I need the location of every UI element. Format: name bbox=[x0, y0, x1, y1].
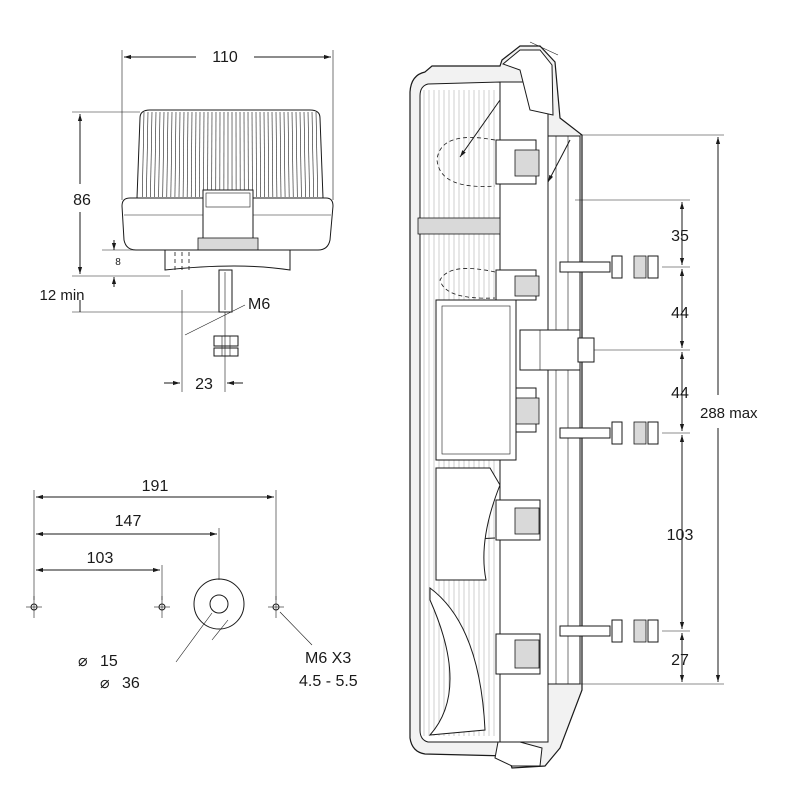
socket-2 bbox=[439, 268, 540, 301]
dim-seg-3: 44 bbox=[671, 385, 689, 402]
dim-seg-5: 27 bbox=[671, 652, 689, 669]
lens-rib bbox=[162, 111, 165, 198]
lens-rib bbox=[174, 111, 177, 198]
lens-rib bbox=[263, 111, 265, 198]
lens-rib bbox=[199, 111, 201, 198]
reflector-mid bbox=[435, 467, 501, 581]
reflector-lower bbox=[428, 587, 486, 736]
m6-bolt bbox=[218, 269, 233, 313]
diameter-inner-symbol: ⌀ bbox=[78, 653, 88, 670]
dim-bolt-min: 12 min bbox=[39, 287, 84, 304]
dim-191: 191 bbox=[142, 478, 169, 495]
lens-rib bbox=[195, 111, 197, 198]
lens-rib bbox=[154, 111, 157, 198]
lens-rib bbox=[291, 111, 294, 198]
dim-height: 86 bbox=[73, 192, 91, 209]
lens-rib bbox=[158, 111, 161, 198]
lens-rib bbox=[255, 111, 257, 198]
diameter-outer-value: 36 bbox=[122, 675, 140, 692]
dim-foot: 8 bbox=[115, 257, 121, 268]
lens-rib bbox=[315, 111, 319, 198]
lens-rib bbox=[203, 111, 205, 198]
mounting-bracket bbox=[202, 189, 254, 243]
lens-rib bbox=[150, 111, 153, 198]
mounting-pattern: 191 147 103 ⌀ 15 ⌀ 36 M6 X3 4.5 - 5.5 bbox=[26, 478, 358, 692]
bolt-label: M6 bbox=[248, 296, 270, 313]
lens-rib bbox=[170, 111, 173, 198]
dim-width: 110 bbox=[212, 49, 238, 66]
lens-rib bbox=[178, 111, 181, 198]
dim-103: 103 bbox=[87, 550, 114, 567]
stud-bottom bbox=[559, 619, 659, 643]
lens-rib bbox=[146, 111, 149, 198]
stud-top bbox=[559, 255, 659, 279]
center-connector bbox=[519, 329, 595, 371]
lens-rib bbox=[299, 111, 302, 198]
rear-mount-rail bbox=[547, 135, 581, 685]
mid-window bbox=[435, 299, 517, 461]
thread-label: M6 X3 bbox=[305, 650, 351, 667]
diameter-inner-value: 15 bbox=[100, 653, 118, 670]
torque-label: 4.5 - 5.5 bbox=[299, 673, 358, 690]
lens-rib bbox=[275, 111, 278, 198]
ribbed-lens bbox=[136, 109, 324, 199]
dim-seg-2: 44 bbox=[671, 305, 689, 322]
dim-total: 288 max bbox=[700, 405, 758, 422]
lamp-foot bbox=[164, 249, 291, 271]
lens-rib bbox=[186, 111, 189, 198]
hole-right bbox=[268, 596, 284, 618]
nut-icon bbox=[213, 335, 239, 357]
stud-mid bbox=[559, 421, 659, 445]
lens-rib bbox=[190, 111, 193, 198]
lens-rib bbox=[182, 111, 185, 198]
dim-seg-4: 103 bbox=[667, 527, 694, 544]
lens-rib bbox=[279, 111, 282, 198]
lens-rib bbox=[267, 111, 270, 198]
lens-rib bbox=[259, 111, 261, 198]
dim-147: 147 bbox=[115, 513, 142, 530]
lens-rib bbox=[311, 111, 314, 198]
lens-rib bbox=[271, 111, 274, 198]
lens-rib bbox=[166, 111, 169, 198]
socket-1 bbox=[436, 137, 540, 187]
center-boss bbox=[193, 578, 245, 630]
lens-rib bbox=[295, 111, 298, 198]
socket-4 bbox=[436, 496, 541, 541]
dim-seg-1: 35 bbox=[671, 228, 689, 245]
lamp-front-view: 110 86 8 12 min M6 23 bbox=[39, 49, 334, 393]
lamp-cross-section: 35 44 44 103 27 288 max bbox=[409, 41, 758, 769]
lens-rib bbox=[283, 111, 286, 198]
lens-rib bbox=[287, 111, 290, 198]
lens-ribs bbox=[141, 111, 319, 198]
socket-5 bbox=[495, 633, 541, 675]
dim-bolt-offset: 23 bbox=[195, 376, 213, 393]
lens-rib bbox=[307, 111, 310, 198]
lens-rib bbox=[303, 111, 306, 198]
diameter-outer-symbol: ⌀ bbox=[100, 675, 110, 692]
lens-rib bbox=[141, 111, 145, 198]
